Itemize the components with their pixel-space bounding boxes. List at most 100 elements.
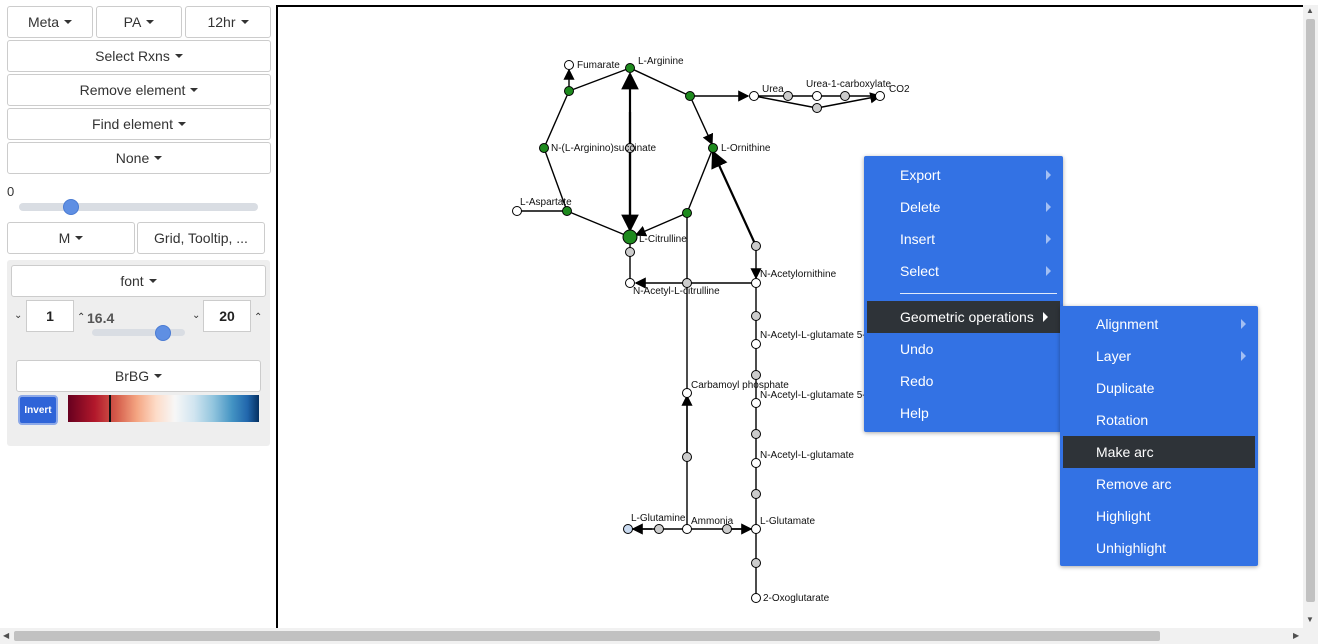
time-dropdown[interactable]: 12hr [185,6,271,38]
scroll-left-icon[interactable]: ◀ [3,631,10,640]
metabolite-node[interactable] [751,489,761,499]
metabolite-node[interactable] [783,91,793,101]
metabolite-node[interactable] [625,63,635,73]
metabolite-node[interactable] [751,339,761,349]
metabolite-node[interactable] [875,91,885,101]
time-slider-thumb[interactable] [63,199,79,215]
metabolite-node[interactable] [562,206,572,216]
none-dropdown[interactable]: None [7,142,271,174]
metabolite-node[interactable] [682,278,692,288]
submenu-arrow-icon [1046,202,1051,212]
font-min-input[interactable]: 1 [26,300,74,332]
submenu-item-rotation[interactable]: Rotation [1060,404,1258,436]
metabolite-node[interactable] [751,524,761,534]
chevron-down-icon[interactable]: ⌄ [14,310,23,321]
metabolite-node[interactable] [708,143,718,153]
meta-dropdown[interactable]: Meta [7,6,93,38]
menu-item-help[interactable]: Help [864,397,1063,429]
metabolite-node[interactable] [682,208,692,218]
submenu-item-remove-arc[interactable]: Remove arc [1060,468,1258,500]
menu-item-geometric-operations[interactable]: Geometric operations [867,301,1060,333]
pa-dropdown[interactable]: PA [96,6,182,38]
node-label-acetylcitrulline: N-Acetyl-L-citrulline [633,286,720,297]
metabolite-node[interactable] [539,143,549,153]
metabolite-node[interactable] [685,91,695,101]
metabolite-node[interactable] [812,91,822,101]
metabolite-node[interactable] [654,524,664,534]
options-dropdown[interactable]: Grid, Tooltip, ... [137,222,265,254]
scroll-up-icon[interactable]: ▲ [1306,6,1314,15]
caret-down-icon [240,20,249,24]
font-slider-track[interactable] [92,329,185,336]
menu-item-insert[interactable]: Insert [864,223,1063,255]
menu-item-label: Redo [900,373,934,389]
menu-item-select[interactable]: Select [864,255,1063,287]
metabolite-node[interactable] [625,247,635,257]
metabolite-node[interactable] [564,86,574,96]
invert-button[interactable]: Invert [18,395,58,425]
metabolite-node[interactable] [812,103,822,113]
time-slider-track[interactable] [19,203,258,211]
submenu-item-layer[interactable]: Layer [1060,340,1258,372]
metabolite-node[interactable] [751,311,761,321]
metabolite-node[interactable] [564,60,574,70]
time-label: 12hr [207,14,236,30]
node-label-ornithine: L-Ornithine [721,143,771,154]
submenu-item-alignment[interactable]: Alignment [1060,308,1258,340]
mode-dropdown[interactable]: M [7,222,135,254]
metabolite-node[interactable] [682,388,692,398]
select-rxns-dropdown[interactable]: Select Rxns [7,40,271,72]
edge [634,212,688,237]
metabolite-node[interactable] [840,91,850,101]
vertical-scroll-thumb[interactable] [1306,19,1315,602]
metabolite-node[interactable] [751,370,761,380]
edge [711,149,758,247]
find-element-dropdown[interactable]: Find element [7,108,271,140]
node-label-urea_carboxylate: Urea-1-carboxylate [806,79,891,90]
metabolite-node[interactable] [751,278,761,288]
metabolite-node[interactable] [722,524,732,534]
metabolite-node[interactable] [682,452,692,462]
metabolite-node[interactable] [623,524,633,534]
horizontal-scrollbar[interactable]: ◀ ▶ [0,628,1318,644]
caret-down-icon [64,20,73,24]
colormap-bar [68,395,259,422]
colormap-dropdown[interactable]: BrBG [16,360,261,392]
metabolite-node[interactable] [622,229,638,245]
vertical-scrollbar[interactable]: ▲ ▼ [1303,5,1318,628]
metabolite-node[interactable] [682,524,692,534]
menu-item-export[interactable]: Export [864,159,1063,191]
metabolite-node[interactable] [751,593,761,603]
metabolite-node[interactable] [751,241,761,251]
metabolite-node[interactable] [751,558,761,568]
metabolite-node[interactable] [625,278,635,288]
submenu-item-duplicate[interactable]: Duplicate [1060,372,1258,404]
font-dropdown[interactable]: font [11,265,266,297]
caret-down-icon [177,122,186,126]
scroll-down-icon[interactable]: ▼ [1306,615,1314,624]
submenu-item-highlight[interactable]: Highlight [1060,500,1258,532]
chevron-up-icon[interactable]: ⌃ [77,312,86,323]
node-label-arginine: L-Arginine [638,56,684,67]
menu-item-delete[interactable]: Delete [864,191,1063,223]
chevron-up-icon[interactable]: ⌃ [254,312,263,323]
horizontal-scroll-thumb[interactable] [14,631,1160,641]
menu-item-label: Insert [900,231,936,247]
submenu-item-unhighlight[interactable]: Unhighlight [1060,532,1258,564]
metabolite-node[interactable] [749,91,759,101]
font-slider-thumb[interactable] [155,325,171,341]
node-label-urea: Urea [762,84,784,95]
metabolite-node[interactable] [751,429,761,439]
scroll-right-icon[interactable]: ▶ [1293,631,1300,640]
submenu-item-make-arc[interactable]: Make arc [1063,436,1255,468]
font-max-input[interactable]: 20 [203,300,251,332]
menu-item-redo[interactable]: Redo [864,365,1063,397]
metabolite-node[interactable] [751,458,761,468]
metabolite-node[interactable] [625,143,635,153]
metabolite-node[interactable] [512,206,522,216]
menu-item-undo[interactable]: Undo [864,333,1063,365]
remove-element-dropdown[interactable]: Remove element [7,74,271,106]
chevron-down-icon[interactable]: ⌄ [192,310,201,321]
metabolite-node[interactable] [751,398,761,408]
